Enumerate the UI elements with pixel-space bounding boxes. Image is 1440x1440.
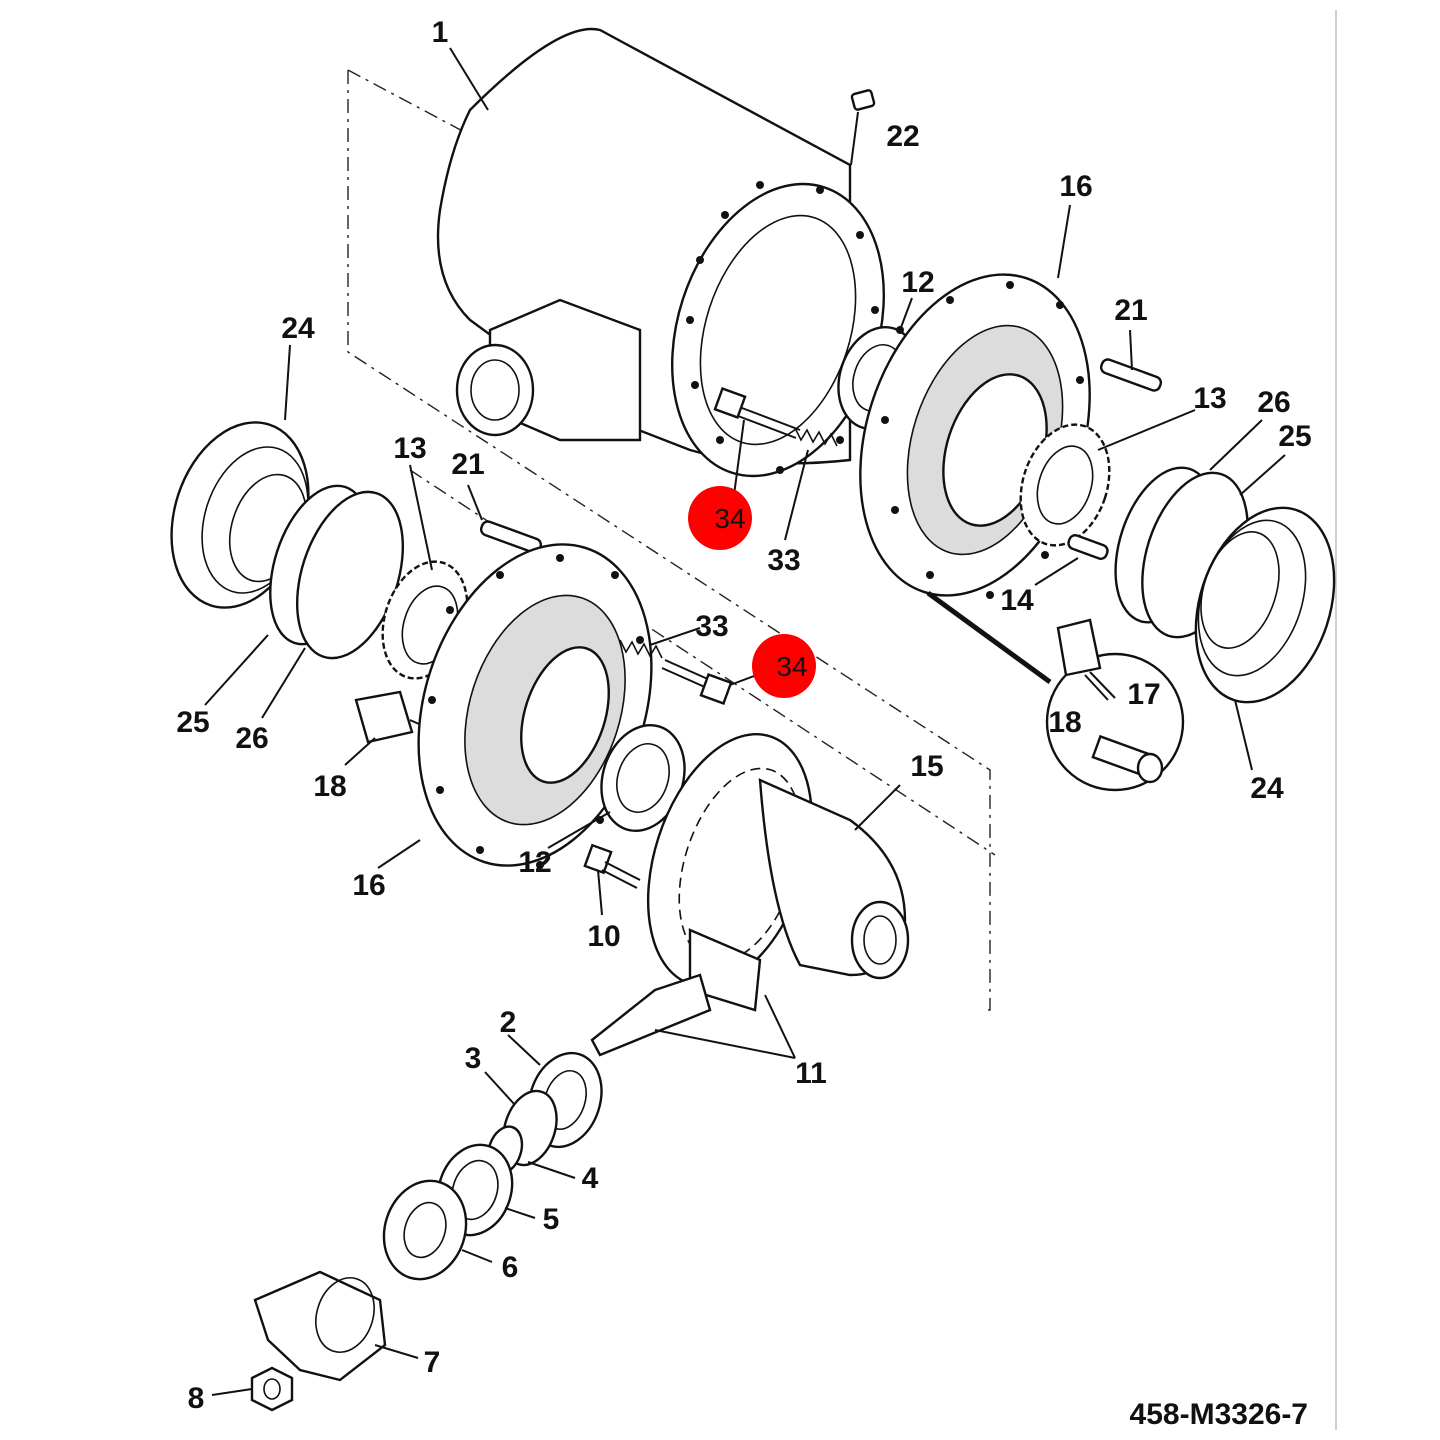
label-7: 7 [424,1346,441,1379]
label-6: 6 [502,1251,519,1284]
part-21-pin-right [1099,358,1163,392]
label-18-left: 18 [313,770,346,803]
label-21-right: 21 [1114,294,1147,327]
label-26-left: 26 [235,722,268,755]
label-16-lower: 16 [352,869,385,902]
part-number-labels: 1 22 16 12 21 13 26 25 34 33 14 17 18 24… [176,16,1311,1415]
part-13-adjusting-ring-right [1019,423,1111,547]
label-10: 10 [587,920,620,953]
part-15-differential-assembly [646,733,910,987]
label-33-upper: 33 [767,544,800,577]
part-12-bearing-lower [600,723,686,833]
detail-inset-17-18 [926,590,1185,792]
label-34-upper: 34 [714,503,745,534]
label-2: 2 [500,1006,517,1039]
label-12-upper: 12 [901,266,934,299]
part-16-carrier-flange-left [417,543,653,869]
label-3: 3 [465,1042,482,1075]
label-33-lower: 33 [695,610,728,643]
label-18-detail: 18 [1048,706,1081,739]
label-21-left: 21 [451,448,484,481]
part-8-nut [250,1366,294,1412]
label-16-upper: 16 [1059,170,1092,203]
part-7-yoke [253,1270,387,1382]
label-5: 5 [543,1203,560,1236]
part-1-axle-housing [436,27,886,478]
part-34-bolt-lower [661,659,733,705]
highlight-marker-34-upper [688,486,752,550]
part-22-plug [850,89,876,166]
part-14-pin [1067,534,1109,560]
label-15: 15 [910,750,943,783]
label-25-left: 25 [176,706,209,739]
label-13-right: 13 [1193,382,1226,415]
label-1: 1 [432,16,449,49]
label-24-left: 24 [281,312,315,345]
highlight-marker-34-lower [752,634,816,698]
part-10-bolt [583,843,641,889]
label-22: 22 [886,120,919,153]
part-6-seal [382,1179,468,1281]
label-12-lower: 12 [518,846,551,879]
label-8: 8 [188,1382,205,1415]
label-13-left: 13 [393,432,426,465]
part-34-bolt-upper [713,387,801,439]
label-25-right: 25 [1278,420,1311,453]
label-34-lower: 34 [776,651,807,682]
label-24-right: 24 [1250,772,1284,805]
label-17: 17 [1127,678,1160,711]
leader-lines [204,47,1286,1396]
label-11: 11 [795,1057,827,1090]
label-4: 4 [582,1162,599,1195]
part-33-spring-upper [794,427,838,447]
label-14: 14 [1000,584,1034,617]
label-26-right: 26 [1257,386,1290,419]
part-11-pinion [590,928,762,1057]
part-24-cover-right [1194,506,1336,704]
part-33-spring-lower [619,639,663,659]
figure-reference-code: 458-M3326-7 [1130,1398,1308,1431]
